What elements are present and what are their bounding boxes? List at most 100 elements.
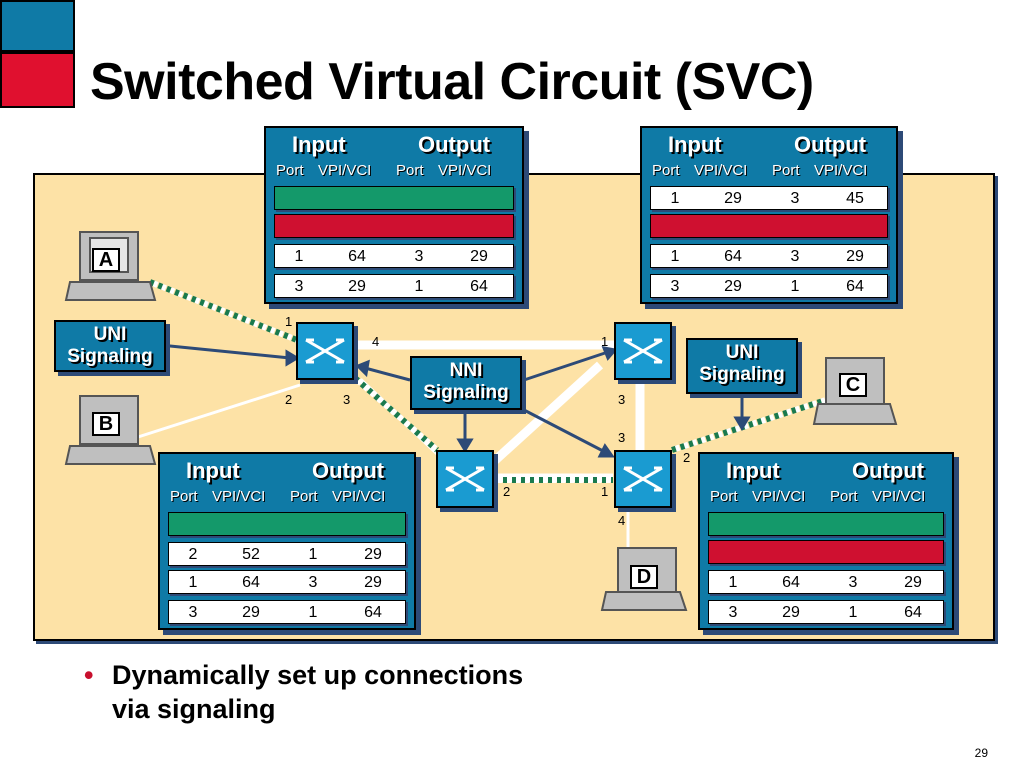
cell: 64 <box>470 278 488 295</box>
signaling-label: Signaling <box>423 382 509 403</box>
table-row: 3 29 1 64 <box>274 274 514 298</box>
cell: 29 <box>364 546 382 563</box>
atm-switch-1 <box>296 322 354 380</box>
vpi-vci-header: VPI/VCI <box>318 162 372 179</box>
title-decoration-red <box>0 52 75 108</box>
cell: 29 <box>348 278 366 295</box>
port-label: 4 <box>618 513 626 528</box>
cell: 1 <box>188 574 198 591</box>
uni-label: UNI <box>725 342 759 363</box>
vpi-vci-header: VPI/VCI <box>872 488 926 505</box>
cell: 52 <box>242 546 260 563</box>
atm-switch-2 <box>614 322 672 380</box>
port-label: 1 <box>601 334 609 349</box>
signaling-label: Signaling <box>67 346 153 367</box>
port-header: Port <box>170 488 198 505</box>
cell: 3 <box>414 248 424 265</box>
table-row: 3 29 1 64 <box>650 274 888 298</box>
output-header: Output <box>312 458 385 483</box>
vpi-vci-header: VPI/VCI <box>814 162 868 179</box>
cell: 1 <box>670 190 680 207</box>
terminal-b-label: B <box>92 412 120 436</box>
cell: 64 <box>364 604 382 621</box>
port-label: 2 <box>503 484 511 499</box>
bullet-line-1: Dynamically set up connections <box>112 660 524 690</box>
cell: 1 <box>848 604 858 621</box>
page-number: 29 <box>974 746 988 760</box>
port-header: Port <box>290 488 318 505</box>
cell: 29 <box>724 190 742 207</box>
vpi-vci-header: VPI/VCI <box>694 162 748 179</box>
port-label: 3 <box>343 392 351 407</box>
terminal-c-label: C <box>839 373 867 397</box>
port-label: 4 <box>372 334 380 349</box>
table-row <box>274 186 514 210</box>
cell: 1 <box>414 278 424 295</box>
cell: 1 <box>670 248 680 265</box>
cell: 3 <box>294 278 304 295</box>
cell: 3 <box>728 604 738 621</box>
vpi-vci-header: VPI/VCI <box>332 488 386 505</box>
cell: 3 <box>188 604 198 621</box>
port-label: 2 <box>285 392 293 407</box>
cell: 29 <box>724 278 742 295</box>
port-label: 3 <box>618 392 626 407</box>
cell: 64 <box>846 278 864 295</box>
slide-title: Switched Virtual Circuit (SVC) <box>90 53 814 111</box>
terminal-d-label: D <box>630 565 658 589</box>
port-label: 3 <box>618 430 626 445</box>
port-header: Port <box>652 162 680 179</box>
nni-signaling: NNI Signaling <box>410 356 522 410</box>
cell: 29 <box>782 604 800 621</box>
atm-switch-3 <box>436 450 494 508</box>
port-header: Port <box>710 488 738 505</box>
input-header: Input <box>668 132 722 157</box>
title-decoration-blue <box>0 0 75 52</box>
cell: 1 <box>728 574 738 591</box>
cell: 1 <box>790 278 800 295</box>
nni-label: NNI <box>449 360 483 381</box>
cell: 1 <box>308 604 318 621</box>
input-header: Input <box>186 458 240 483</box>
cell: 29 <box>242 604 260 621</box>
port-label: 1 <box>601 484 609 499</box>
cell: 64 <box>724 248 742 265</box>
cell: 3 <box>308 574 318 591</box>
cell: 3 <box>670 278 680 295</box>
bullet-line-2: via signaling <box>112 694 276 724</box>
cell: 29 <box>846 248 864 265</box>
switch-cross-icon <box>445 466 485 492</box>
cell: 3 <box>848 574 858 591</box>
uni-signaling-right: UNI Signaling <box>686 338 798 394</box>
table-row <box>168 512 406 536</box>
bullet-dot: • <box>84 660 94 690</box>
table-row: 3 29 1 64 <box>168 600 406 624</box>
switch-cross-icon <box>623 466 663 492</box>
cell: 3 <box>790 190 800 207</box>
table-row: 3 29 1 64 <box>708 600 944 624</box>
port-header: Port <box>830 488 858 505</box>
port-header: Port <box>772 162 800 179</box>
cell: 64 <box>904 604 922 621</box>
table-row <box>274 214 514 238</box>
input-header: Input <box>726 458 780 483</box>
atm-switch-4 <box>614 450 672 508</box>
cell: 1 <box>294 248 304 265</box>
cell: 64 <box>242 574 260 591</box>
port-header: Port <box>396 162 424 179</box>
table-row <box>708 512 944 536</box>
vpi-vci-header: VPI/VCI <box>752 488 806 505</box>
table-row <box>650 214 888 238</box>
output-header: Output <box>418 132 491 157</box>
cell: 64 <box>348 248 366 265</box>
